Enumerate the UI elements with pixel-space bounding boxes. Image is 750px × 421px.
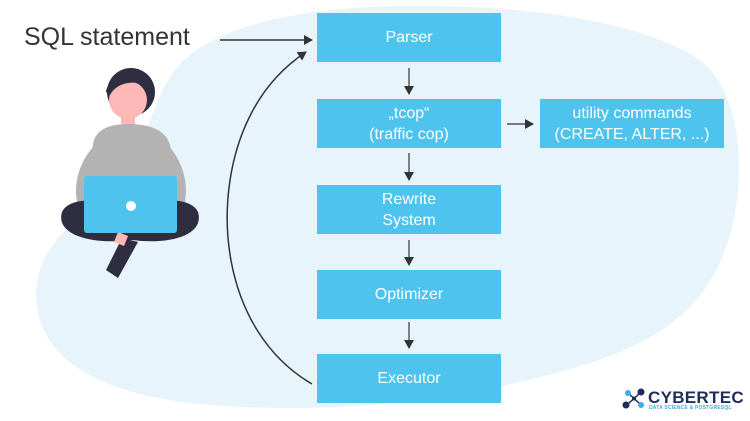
cybertec-logo-text: CYBERTEC — [648, 388, 744, 407]
tcop-box: „tcop“ (traffic cop) — [317, 99, 501, 148]
optimizer-box: Optimizer — [317, 270, 501, 319]
tcop-label-line2: (traffic cop) — [369, 125, 449, 143]
loop-back-arrow — [226, 51, 313, 385]
sql-statement-label: SQL statement — [24, 23, 190, 51]
executor-box: Executor — [317, 354, 501, 403]
executor-label: Executor — [377, 370, 441, 387]
parser-label: Parser — [385, 29, 433, 46]
rewrite-label-line1: Rewrite — [381, 190, 437, 208]
utility-commands-box: utility commands (CREATE, ALTER, ...) — [540, 99, 724, 148]
utility-label-line2: (CREATE, ALTER, ...) — [554, 125, 710, 143]
parser-box: Parser — [317, 13, 501, 62]
optimizer-label: Optimizer — [374, 286, 444, 303]
cybertec-logo-tagline: DATA SCIENCE & POSTGRESQL — [649, 405, 732, 411]
person-with-laptop-illustration — [61, 68, 199, 278]
rewrite-system-box: Rewrite System — [317, 185, 501, 234]
rewrite-label-line2: System — [382, 211, 436, 229]
cybertec-logo-icon — [622, 388, 645, 409]
tcop-label-line1: „tcop“ — [388, 104, 430, 122]
utility-label-line1: utility commands — [572, 104, 692, 122]
